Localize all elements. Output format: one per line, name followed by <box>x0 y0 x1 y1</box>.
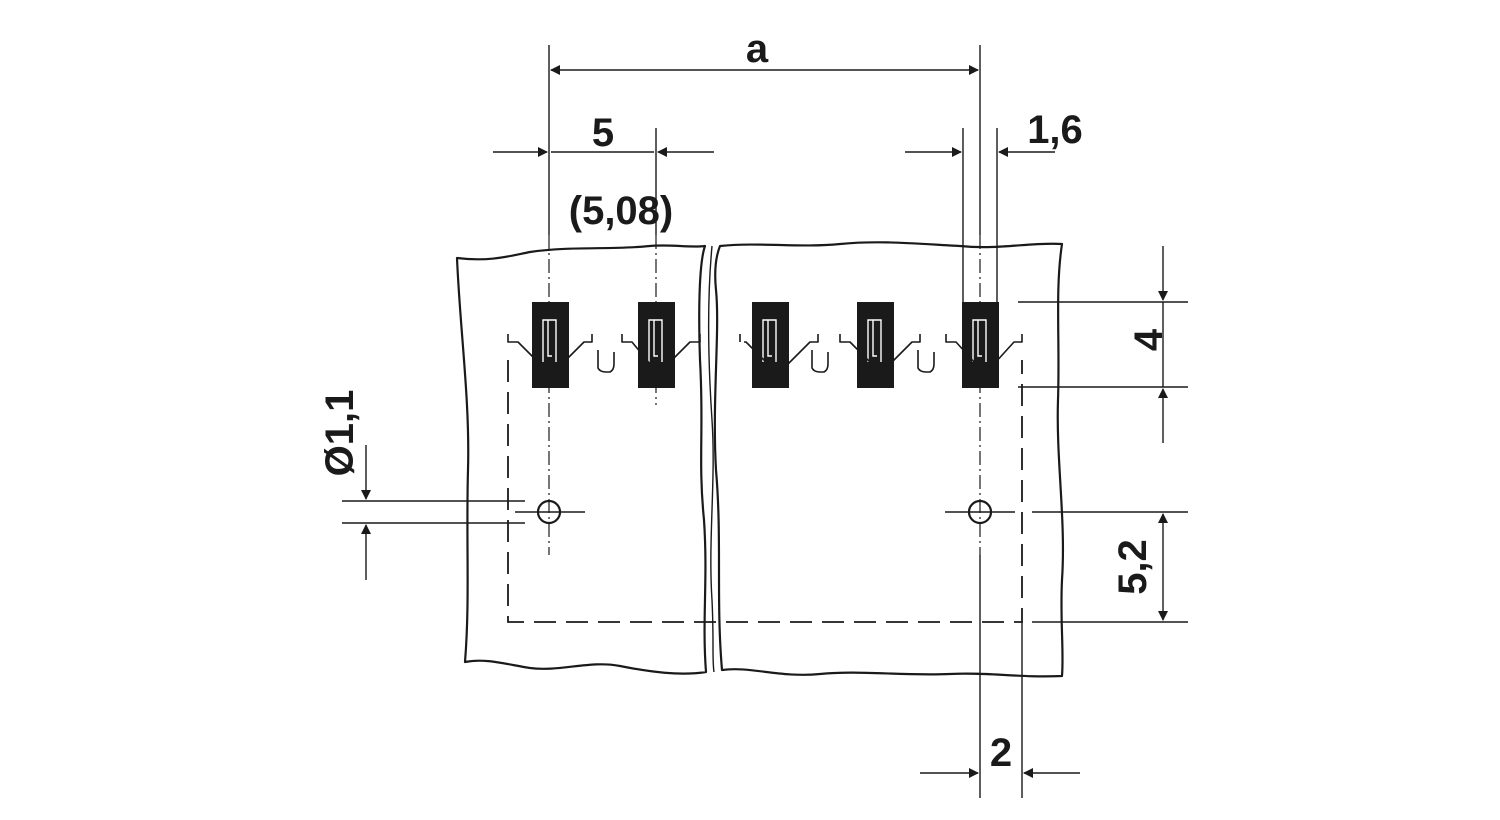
dimension-edge: 2 <box>920 555 1080 798</box>
pin-3 <box>752 302 789 388</box>
mounting-hole-left <box>515 499 585 525</box>
pin-1 <box>532 302 569 388</box>
pin-row <box>532 302 999 388</box>
dimension-pitch: 5 (5,08) <box>493 111 714 235</box>
label-dim-height: 4 <box>1127 328 1171 351</box>
pin-2 <box>638 302 675 388</box>
label-dim-pitch-alt: (5,08) <box>569 189 674 233</box>
label-dim-hole-offset: 5,2 <box>1111 539 1155 595</box>
dimension-hole-offset: 5,2 <box>1032 511 1188 623</box>
clip-contours <box>507 334 1023 373</box>
mounting-hole-right <box>945 499 1015 525</box>
label-dim-hole: Ø1,1 <box>318 390 362 477</box>
dimension-height: 4 <box>1018 246 1188 443</box>
dimension-a: a <box>548 27 981 235</box>
board-outline-left <box>455 244 708 675</box>
dimension-hole: Ø1,1 <box>318 390 525 580</box>
label-dim-pitch: 5 <box>592 111 614 155</box>
label-dim-pin-width: 1,6 <box>1027 108 1083 152</box>
label-dim-a: a <box>746 27 769 71</box>
board-outline-right <box>713 241 1065 678</box>
label-dim-edge: 2 <box>990 731 1012 775</box>
footprint-outline <box>507 360 1023 623</box>
dimension-pin-width: 1,6 <box>905 108 1083 302</box>
pin-5 <box>962 302 999 388</box>
break-line <box>707 245 715 673</box>
pin-4 <box>857 302 894 388</box>
